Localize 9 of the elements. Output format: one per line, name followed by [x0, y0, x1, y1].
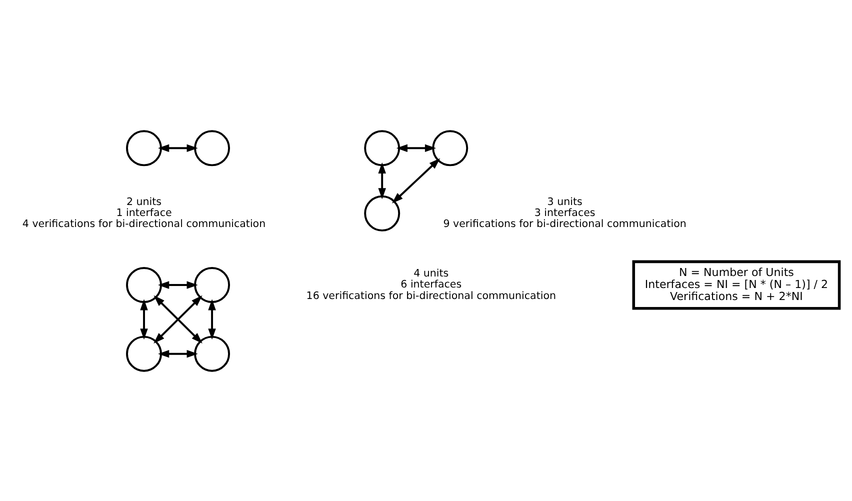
- label: 9 verifications for bi-directional communication: [443, 218, 686, 230]
- label: 1 interface: [116, 206, 172, 219]
- label: 6 interfaces: [400, 278, 462, 290]
- label: 3 units: [547, 196, 582, 208]
- label: 16 verifications for bi-directional communication: [306, 289, 556, 302]
- label: 4 verifications for bi-directional communication: [22, 218, 266, 230]
- label: 3 interfaces: [534, 206, 596, 219]
- label: 2 units: [126, 196, 162, 208]
- label: 4 units: [414, 267, 449, 280]
